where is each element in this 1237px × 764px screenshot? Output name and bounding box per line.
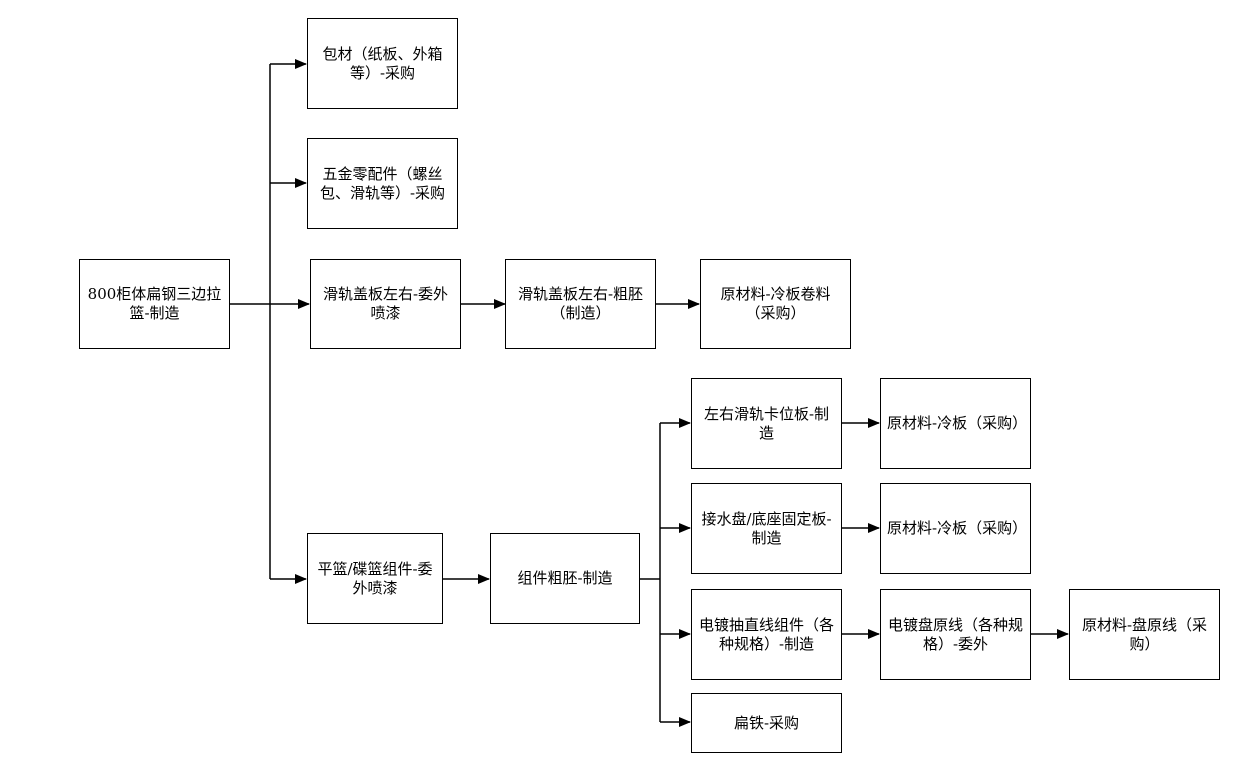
node-drip-tray-label: 接水盘/底座固定板-制造 <box>701 509 832 547</box>
node-assembly-blank: 组件粗胚-制造 <box>490 533 640 624</box>
node-plated-wire: 电镀抽直线组件（各种规格）-制造 <box>691 589 842 680</box>
node-assembly-blank-label: 组件粗胚-制造 <box>517 569 613 587</box>
node-slide-cover-blank-label: 滑轨盖板左右-粗胚（制造） <box>517 285 644 322</box>
node-coil-wire: 原材料-盘原线（采购） <box>1069 589 1220 680</box>
node-cold-plate-2-label: 原材料-冷板（采购） <box>887 519 1028 537</box>
node-root: 800柜体扁钢三边拉篮-制造 <box>79 259 230 349</box>
node-plated-coil-label: 电镀盘原线（各种规格）-委外 <box>887 615 1023 653</box>
node-packaging-label: 包材（纸板、外箱等）-采购 <box>322 44 443 82</box>
node-cold-coil: 原材料-冷板卷料（采购） <box>700 259 851 349</box>
node-packaging: 包材（纸板、外箱等）-采购 <box>307 18 458 109</box>
node-hardware-label: 五金零配件（螺丝包、滑轨等）-采购 <box>319 164 446 202</box>
node-flat-iron-label: 扁铁-采购 <box>733 713 800 732</box>
node-basket-paint-label: 平篮/碟篮组件-委外喷漆 <box>317 559 433 597</box>
node-plated-coil: 电镀盘原线（各种规格）-委外 <box>880 589 1031 680</box>
node-coil-wire-label: 原材料-盘原线（采购） <box>1081 615 1208 653</box>
node-slide-cover-paint: 滑轨盖板左右-委外喷漆 <box>310 259 461 349</box>
node-cold-plate-2: 原材料-冷板（采购） <box>880 483 1031 574</box>
node-flat-iron: 扁铁-采购 <box>691 693 842 753</box>
node-plated-wire-label: 电镀抽直线组件（各种规格）-制造 <box>698 615 834 653</box>
node-cold-plate-1: 原材料-冷板（采购） <box>880 378 1031 469</box>
node-cold-plate-1-label: 原材料-冷板（采购） <box>887 414 1028 432</box>
node-basket-paint: 平篮/碟篮组件-委外喷漆 <box>307 533 443 624</box>
node-clip-plate-label: 左右滑轨卡位板-制造 <box>703 404 830 442</box>
node-cold-coil-label: 原材料-冷板卷料（采购） <box>720 285 831 322</box>
node-root-label: 800柜体扁钢三边拉篮-制造 <box>87 285 222 322</box>
node-clip-plate: 左右滑轨卡位板-制造 <box>691 378 842 469</box>
node-slide-cover-paint-label: 滑轨盖板左右-委外喷漆 <box>322 285 449 322</box>
node-drip-tray: 接水盘/底座固定板-制造 <box>691 483 842 574</box>
node-hardware: 五金零配件（螺丝包、滑轨等）-采购 <box>307 138 458 229</box>
node-slide-cover-blank: 滑轨盖板左右-粗胚（制造） <box>505 259 656 349</box>
